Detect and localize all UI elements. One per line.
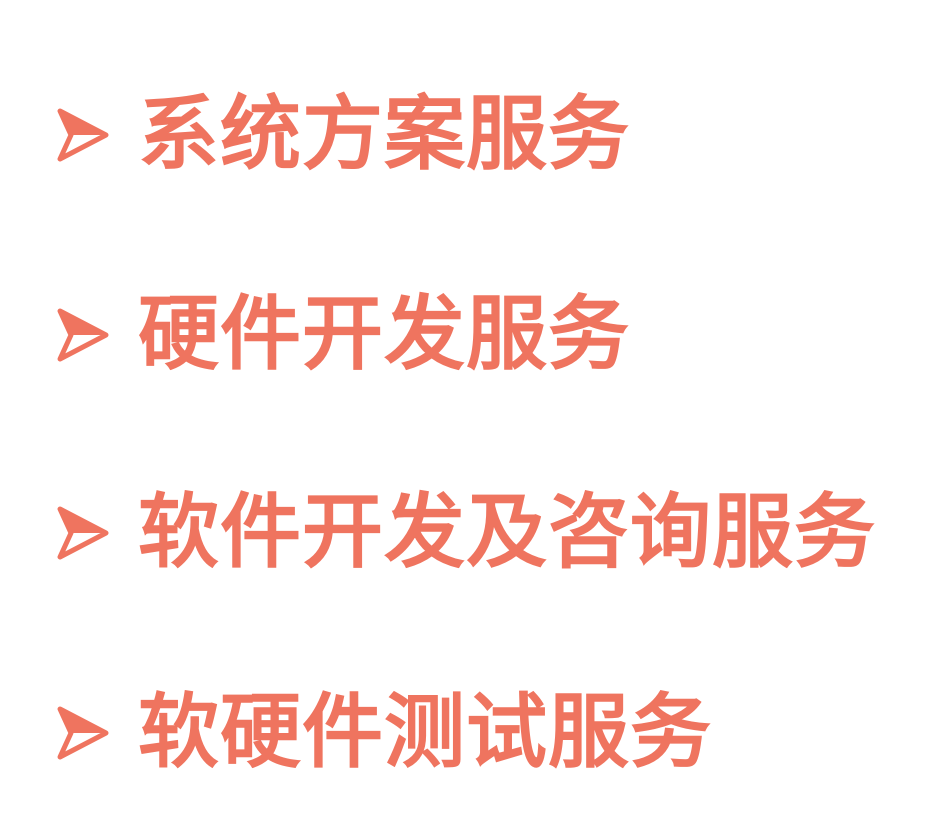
service-item-software-development-consulting: 软件开发及咨询服务 [52,478,876,588]
arrow-right-icon [52,304,114,366]
arrow-right-icon [52,104,114,166]
service-item-system-solution: 系统方案服务 [52,80,630,190]
service-item-hardware-development: 硬件开发服务 [52,280,630,390]
service-label: 软件开发及咨询服务 [138,485,877,580]
service-item-software-hardware-testing: 软硬件测试服务 [52,678,712,788]
service-label: 软硬件测试服务 [138,685,713,780]
service-label: 系统方案服务 [138,87,631,182]
arrow-right-icon [52,702,114,764]
service-label: 硬件开发服务 [138,287,631,382]
arrow-right-icon [52,502,114,564]
